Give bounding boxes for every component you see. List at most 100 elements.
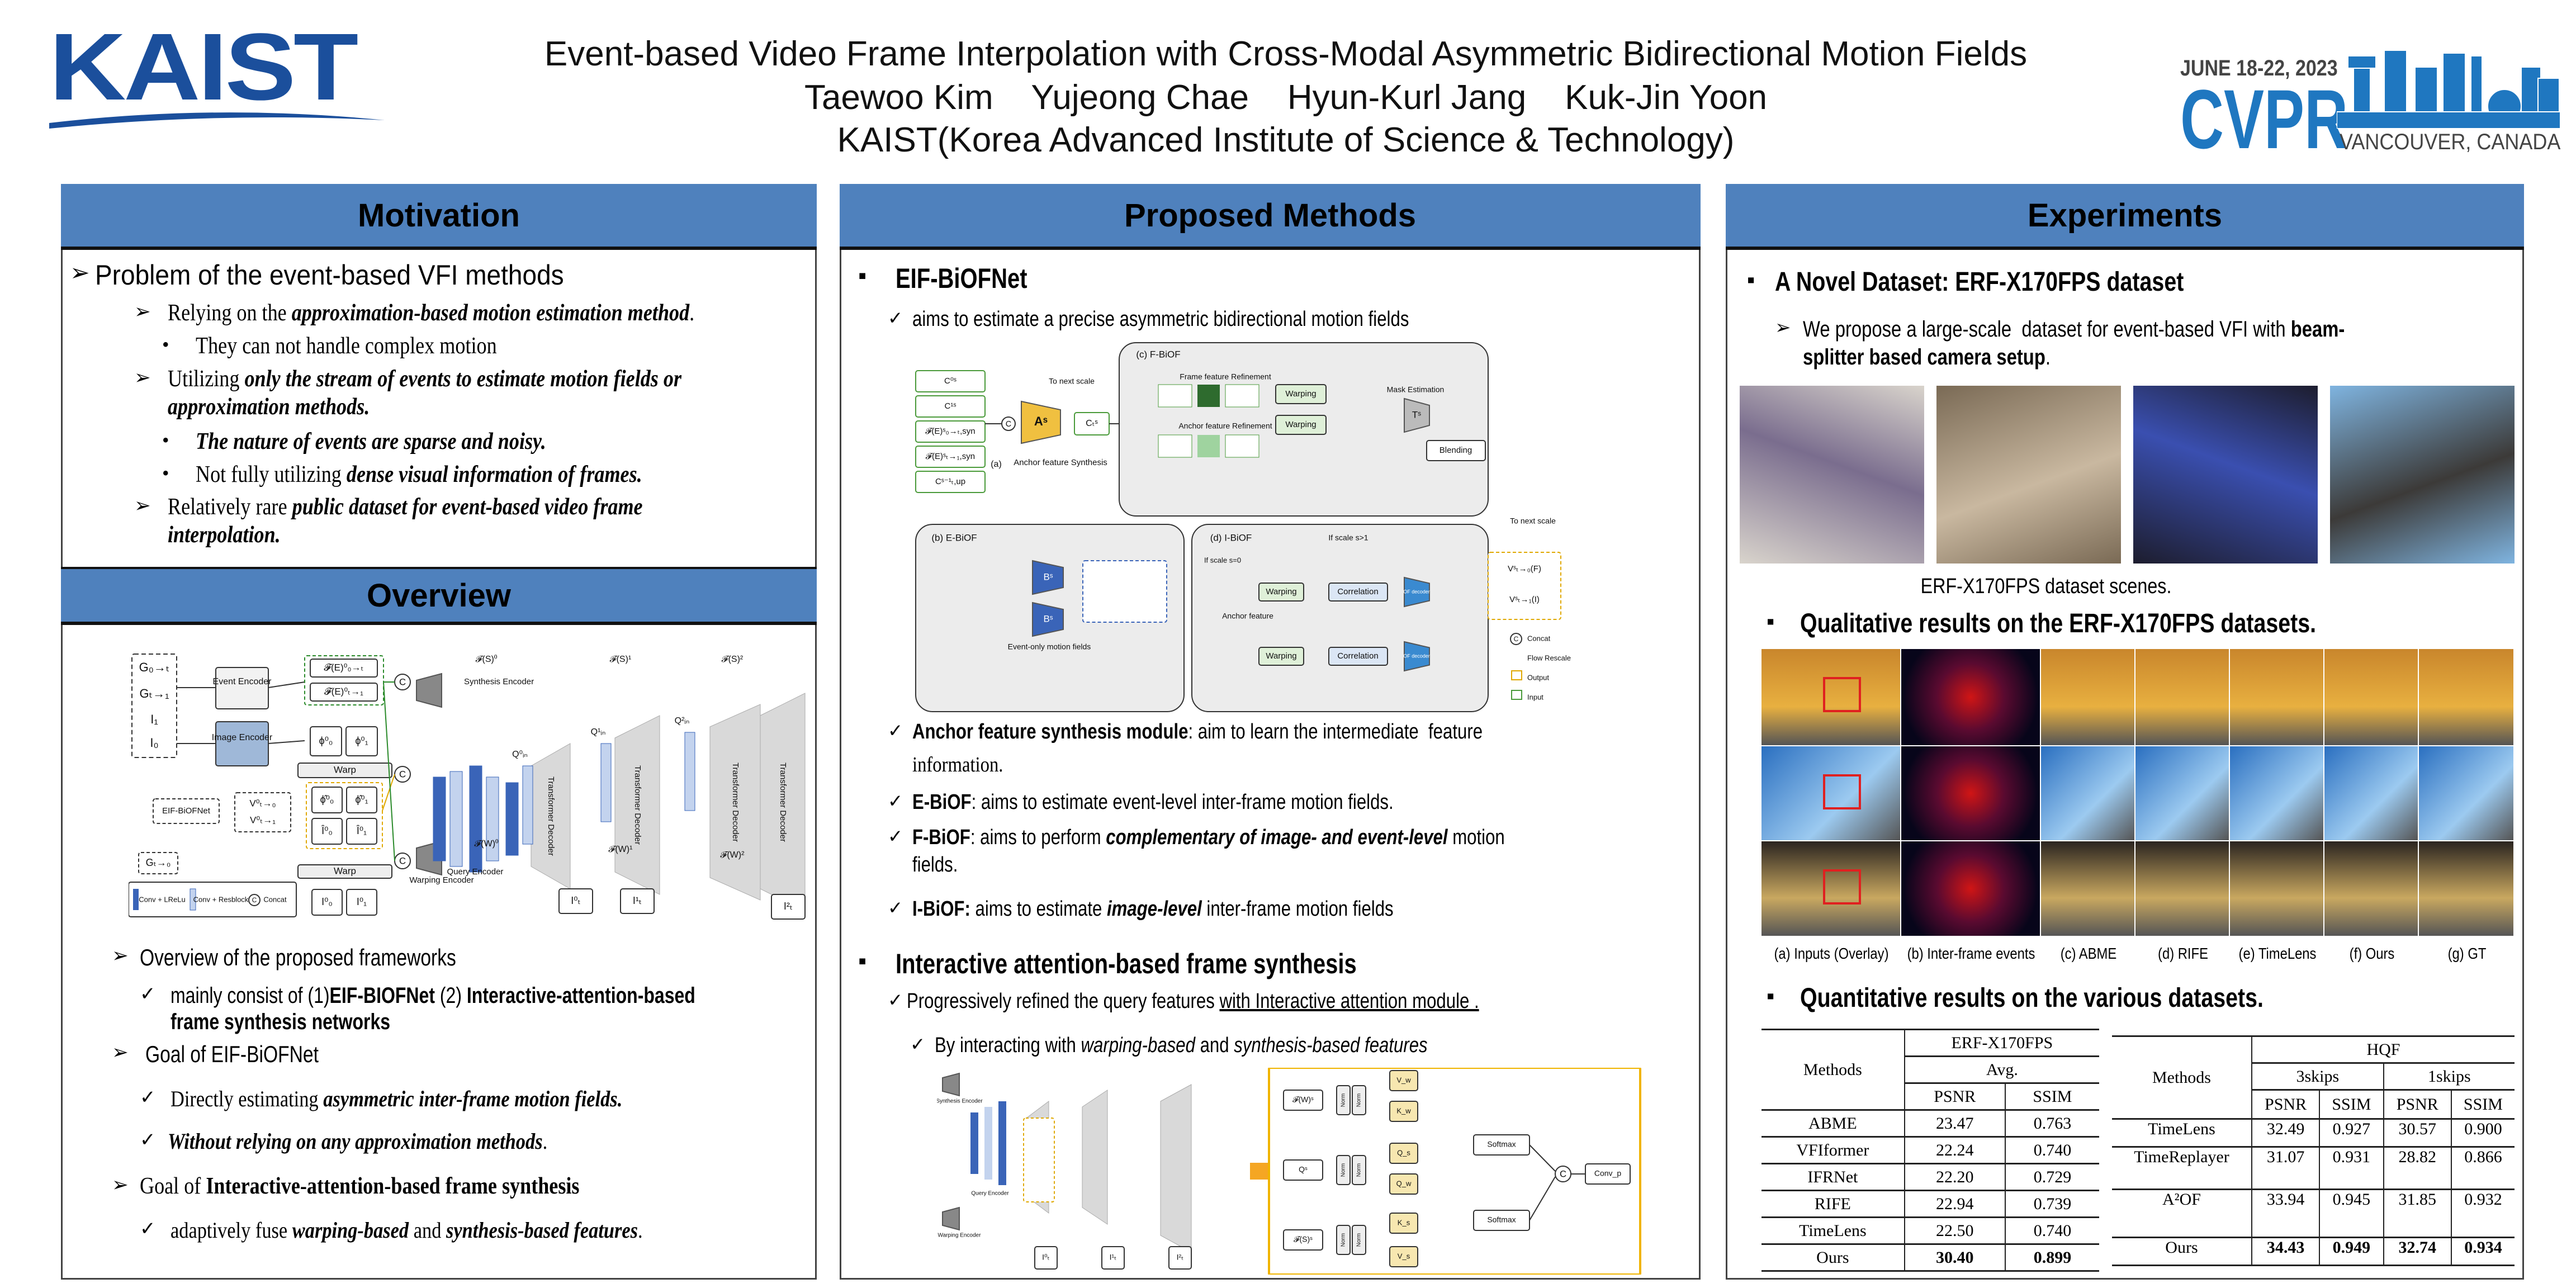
overview-text-line: Overview of the proposed frameworks <box>140 944 456 971</box>
text-segment: only the stream of events to estimate mo… <box>244 366 682 392</box>
overview-header: Overview <box>61 567 817 625</box>
table-cell: 34.43 <box>2251 1237 2320 1266</box>
input-feature-box <box>915 370 986 392</box>
figure-label: Bˢ <box>1043 571 1053 582</box>
table-cell: 22.24 <box>1903 1136 2005 1164</box>
final-outputs <box>1488 552 1561 620</box>
text-segment: Interactive attention-based frame synthe… <box>896 948 1357 979</box>
table-cell: 0.934 <box>2450 1237 2515 1266</box>
warping-block <box>1258 647 1304 666</box>
frame-box <box>311 889 343 916</box>
text-segment: fields. <box>912 853 958 877</box>
text-segment: Progressively refined the query features <box>907 989 1220 1014</box>
dataset-scene-image <box>2330 386 2515 564</box>
col-header-ssim: SSIM <box>2319 1089 2384 1119</box>
motivation-text-line: They can not handle complex motion <box>196 333 497 359</box>
methods-header: Proposed Methods <box>840 184 1701 250</box>
qualitative-result-image <box>1761 649 1900 745</box>
figure-label: Event-only motion fields <box>1008 642 1091 651</box>
warping-block <box>1275 415 1327 435</box>
image-encoder <box>215 721 269 766</box>
figure-label: C <box>399 676 406 687</box>
methods-text-line: Progressively refined the query features… <box>907 989 1479 1014</box>
figure-label: Synthesis Encoder <box>464 677 534 686</box>
figure-label: Frame feature Refinement <box>1180 372 1271 381</box>
feature-box <box>310 726 342 756</box>
figure-label: Conv + Resblock <box>193 895 249 903</box>
overview-text-line: Goal of EIF-BiOFNet <box>145 1041 319 1068</box>
figure-label: Transformer Decoder <box>778 763 788 842</box>
table-cell: 22.20 <box>1903 1163 2005 1191</box>
correlation-block <box>1328 647 1388 666</box>
dot-bullet-icon: • <box>162 461 169 484</box>
figure-label: Concat <box>263 895 287 903</box>
cvpr-name: CVPR <box>2180 72 2348 166</box>
figure-label: Transformer Decoder <box>633 765 642 845</box>
qualitative-caption: (e) TimeLens <box>2238 945 2316 962</box>
square-bullet-icon: ▪ <box>858 263 867 289</box>
anchor-synthesis-block <box>1021 400 1061 444</box>
text-segment: Quantitative results on the various data… <box>1800 983 2264 1014</box>
qualitative-result-image <box>2230 649 2323 745</box>
query-block <box>522 765 533 845</box>
qualitative-result-image <box>2419 841 2513 936</box>
figure-label: ϕ̂⁰₀ <box>320 794 334 805</box>
dot-bullet-icon: • <box>162 428 169 451</box>
qualitative-result-image <box>2135 746 2229 840</box>
text-segment: . <box>638 1218 643 1243</box>
text-segment: Utilizing <box>168 366 245 392</box>
arrow-bullet-icon: ➢ <box>134 494 151 517</box>
arrow-bullet-icon: ➢ <box>1775 317 1791 338</box>
check-bullet-icon: ✓ <box>888 990 903 1011</box>
text-segment: We propose a large-scale dataset for eve… <box>1803 317 2291 342</box>
col-header-avg: Avg. <box>1903 1055 2099 1083</box>
figure-label: 𝓕(S)¹ <box>610 655 631 664</box>
text-segment: splitter based camera setup <box>1803 345 2045 370</box>
table-cell: 0.866 <box>2450 1146 2515 1190</box>
input-box <box>1283 1090 1323 1111</box>
arrow-bullet-icon: ➢ <box>112 1173 129 1196</box>
text-segment: : aim to learn the intermediate feature <box>1188 720 1483 744</box>
overview-text-line: mainly consist of (1)EIF-BIOFNet (2) Int… <box>171 983 695 1008</box>
query-block <box>600 743 612 822</box>
query-encoder-layer <box>469 765 482 873</box>
text-segment: . <box>542 1129 548 1154</box>
input-box <box>1283 1229 1323 1251</box>
table-cell: 0.931 <box>2319 1146 2384 1190</box>
experiments-text-line: splitter based camera setup. <box>1803 344 2051 370</box>
text-segment: with Interactive attention module . <box>1219 989 1479 1014</box>
table-bottom-rule <box>2112 1265 2515 1268</box>
figure-label: 𝓕(E)ˢ₀→ₜ,syn <box>925 427 975 436</box>
qualitative-result-image <box>2135 649 2229 745</box>
figure-label: Norm <box>1356 1233 1362 1247</box>
inputs-group <box>131 654 177 758</box>
experiments-text-line: Qualitative results on the ERF-X170FPS d… <box>1800 608 2316 639</box>
col-header-psnr: PSNR <box>2383 1089 2451 1119</box>
motivation-text-line: Relatively rare public dataset for event… <box>168 494 643 520</box>
figure-label: I⁰ₜ <box>1042 1253 1050 1262</box>
figure-label: I²ₜ <box>1177 1253 1184 1262</box>
qualitative-result-image <box>2324 841 2418 936</box>
qualitative-result-image <box>2324 746 2418 840</box>
motivation-header: Motivation <box>61 184 817 250</box>
figure-label: C <box>1514 635 1519 643</box>
text-segment: Interactive-attention-based <box>466 983 695 1008</box>
text-segment: . <box>689 300 695 326</box>
figure-label: I₁ <box>150 712 158 726</box>
figure-label: C <box>1006 420 1011 429</box>
input-feature-box <box>915 471 986 493</box>
qualitative-caption: (b) Inter-frame events <box>1907 945 2035 962</box>
table-cell: 22.50 <box>1903 1216 2005 1244</box>
methods-text-line: By interacting with warping-based and sy… <box>935 1034 1428 1058</box>
cvpr-date: JUNE 18-22, 2023 <box>2180 56 2338 80</box>
motivation-text-line: interpolation. <box>168 522 281 548</box>
figure-label: 𝓕(E)⁰ₜ→₁ <box>324 686 363 697</box>
qualitative-result-image <box>2230 746 2323 840</box>
highlight-box <box>1823 774 1861 809</box>
figure-label: Q¹ᵢₙ <box>591 727 606 737</box>
figure-label: OF decoder <box>1403 653 1430 659</box>
figure-label: ϕ⁰₀ <box>319 735 333 746</box>
figure-label: G₀→ₜ <box>139 660 170 674</box>
mask-estimation-block <box>1404 397 1430 433</box>
